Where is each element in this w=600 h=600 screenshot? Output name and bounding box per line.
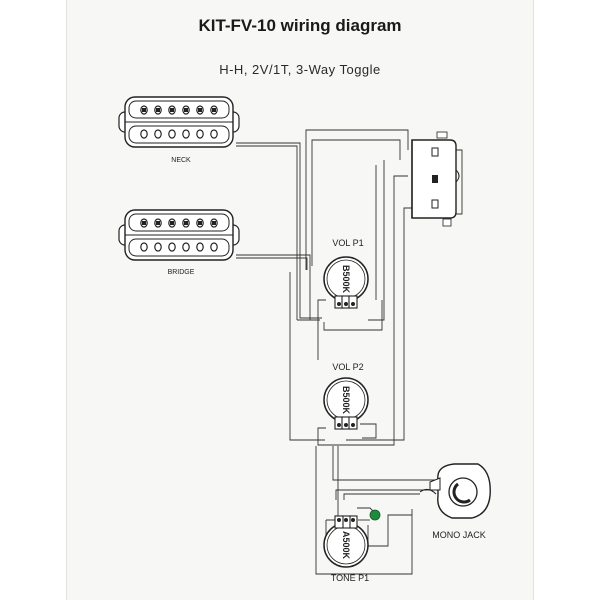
vol-p2-value: B500K	[341, 386, 351, 415]
wires	[236, 129, 463, 575]
vol-p1-value: B500K	[341, 265, 351, 294]
mono-jack	[419, 463, 491, 519]
tone-label: TONE P1	[331, 573, 369, 583]
tone-value: A500K	[341, 531, 351, 560]
toggle-switch	[411, 131, 460, 227]
diagram-title: KIT-FV-10 wiring diagram	[198, 16, 402, 35]
vol-p1-label: VOL P1	[332, 238, 363, 248]
neck-humbucker	[118, 96, 240, 148]
diagram-subtitle: H-H, 2V/1T, 3-Way Toggle	[219, 62, 381, 77]
bridge-humbucker	[118, 209, 240, 261]
mono-jack-label: MONO JACK	[432, 530, 486, 540]
tone-capacitor	[369, 509, 381, 521]
bridge-label: BRIDGE	[168, 269, 195, 276]
neck-label: NECK	[171, 157, 191, 164]
vol-p2-label: VOL P2	[332, 362, 363, 372]
